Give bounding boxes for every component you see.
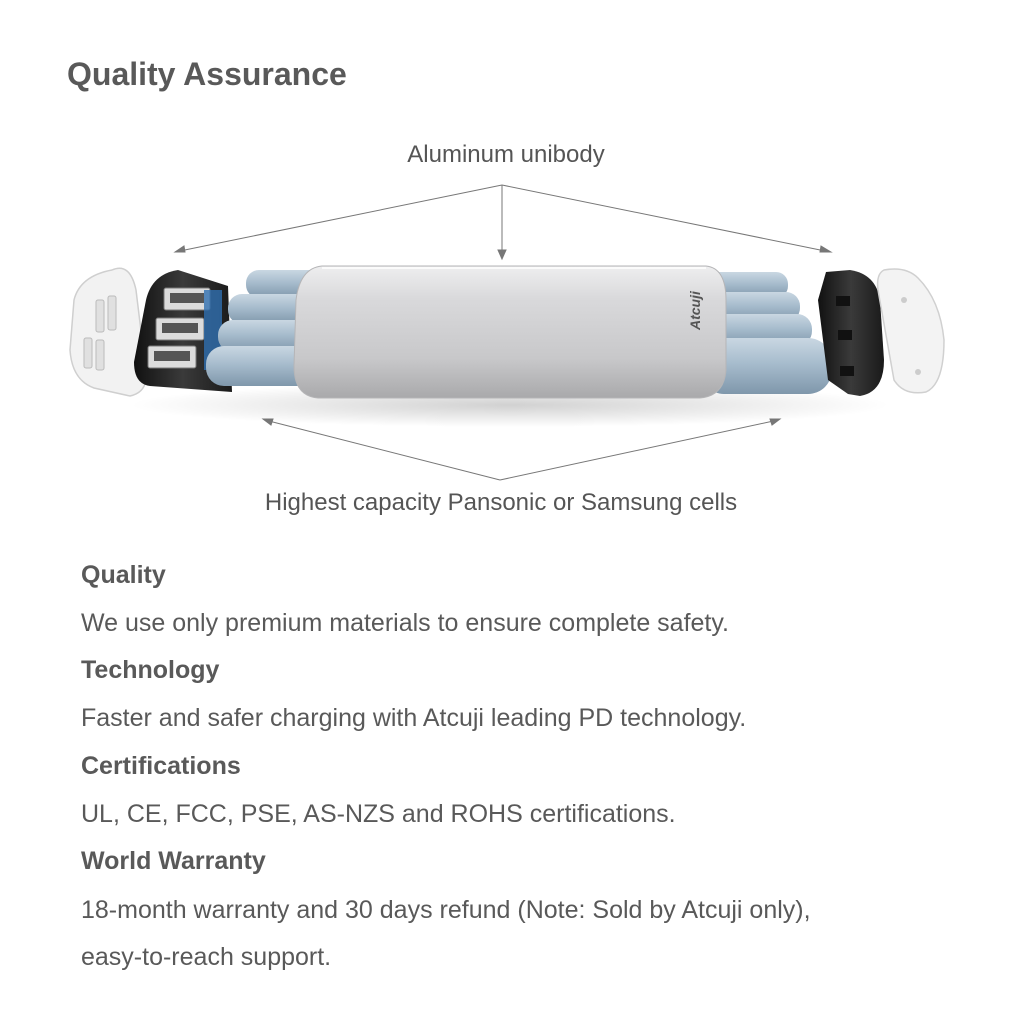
feature-heading-quality: Quality bbox=[81, 561, 166, 589]
feature-desc-quality: We use only premium materials to ensure … bbox=[81, 609, 729, 637]
feature-heading-world-warranty: World Warranty bbox=[81, 847, 266, 875]
feature-desc-technology: Faster and safer charging with Atcuji le… bbox=[81, 704, 747, 732]
bottom-callout-lines bbox=[261, 418, 782, 481]
left-battery-cells bbox=[206, 270, 326, 386]
feature-desc-world-warranty-line-1: 18-month warranty and 30 days refund (No… bbox=[81, 896, 811, 924]
aluminum-unibody-callout: Aluminum unibody bbox=[407, 141, 605, 168]
feature-desc-certifications: UL, CE, FCC, PSE, AS-NZS and ROHS certif… bbox=[81, 800, 676, 828]
feature-heading-certifications: Certifications bbox=[81, 752, 241, 780]
brand-logo: Atcuji bbox=[687, 290, 703, 331]
page-title: Quality Assurance bbox=[67, 56, 347, 92]
aluminum-body: Atcuji bbox=[293, 265, 727, 399]
cells-callout: Highest capacity Pansonic or Samsung cel… bbox=[264, 489, 738, 516]
right-end-plate bbox=[876, 268, 945, 394]
feature-desc-world-warranty-line-2: easy-to-reach support. bbox=[81, 943, 332, 971]
top-callout-lines bbox=[173, 184, 833, 261]
right-battery-cells bbox=[700, 272, 832, 394]
right-end-cap bbox=[818, 270, 884, 396]
feature-heading-technology: Technology bbox=[81, 656, 220, 684]
power-bank-exploded-view: Atcuji bbox=[69, 184, 945, 481]
left-end-plate bbox=[69, 267, 147, 397]
